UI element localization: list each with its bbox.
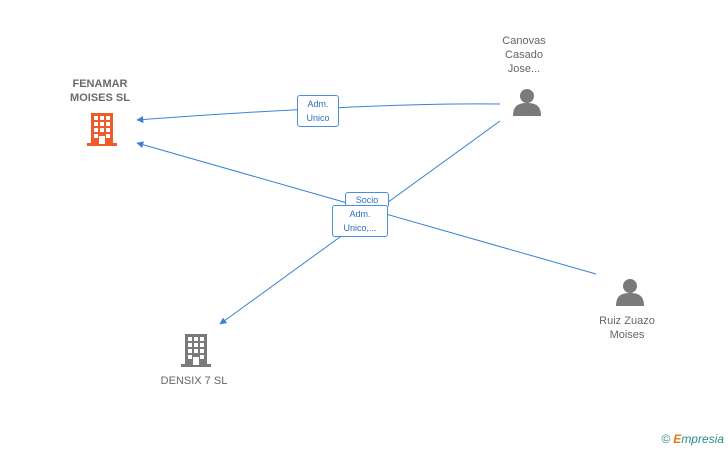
node-label-densix[interactable]: DENSIX 7 SL [160,375,228,387]
brand-logo: Empresia [673,432,724,446]
copyright-symbol: © [661,432,671,446]
building-icon[interactable] [87,113,117,146]
building-icon[interactable] [181,334,211,367]
edge-label-canovas-densix[interactable]: Adm. Unico,... [332,205,388,237]
edge-canovas-fenamar[interactable] [136,103,501,124]
node-label-ruiz[interactable]: Ruiz Zuazo Moises [599,315,655,341]
node-label-canovas[interactable]: Canovas Casado Jose... [502,35,546,75]
person-icon[interactable] [616,279,644,306]
edge-label-canovas-fenamar[interactable]: Adm. Unico [297,95,339,127]
brand-footer: ©Empresia [661,432,724,446]
person-icon[interactable] [513,89,541,116]
node-label-fenamar[interactable]: FENAMAR MOISES SL [70,78,130,104]
